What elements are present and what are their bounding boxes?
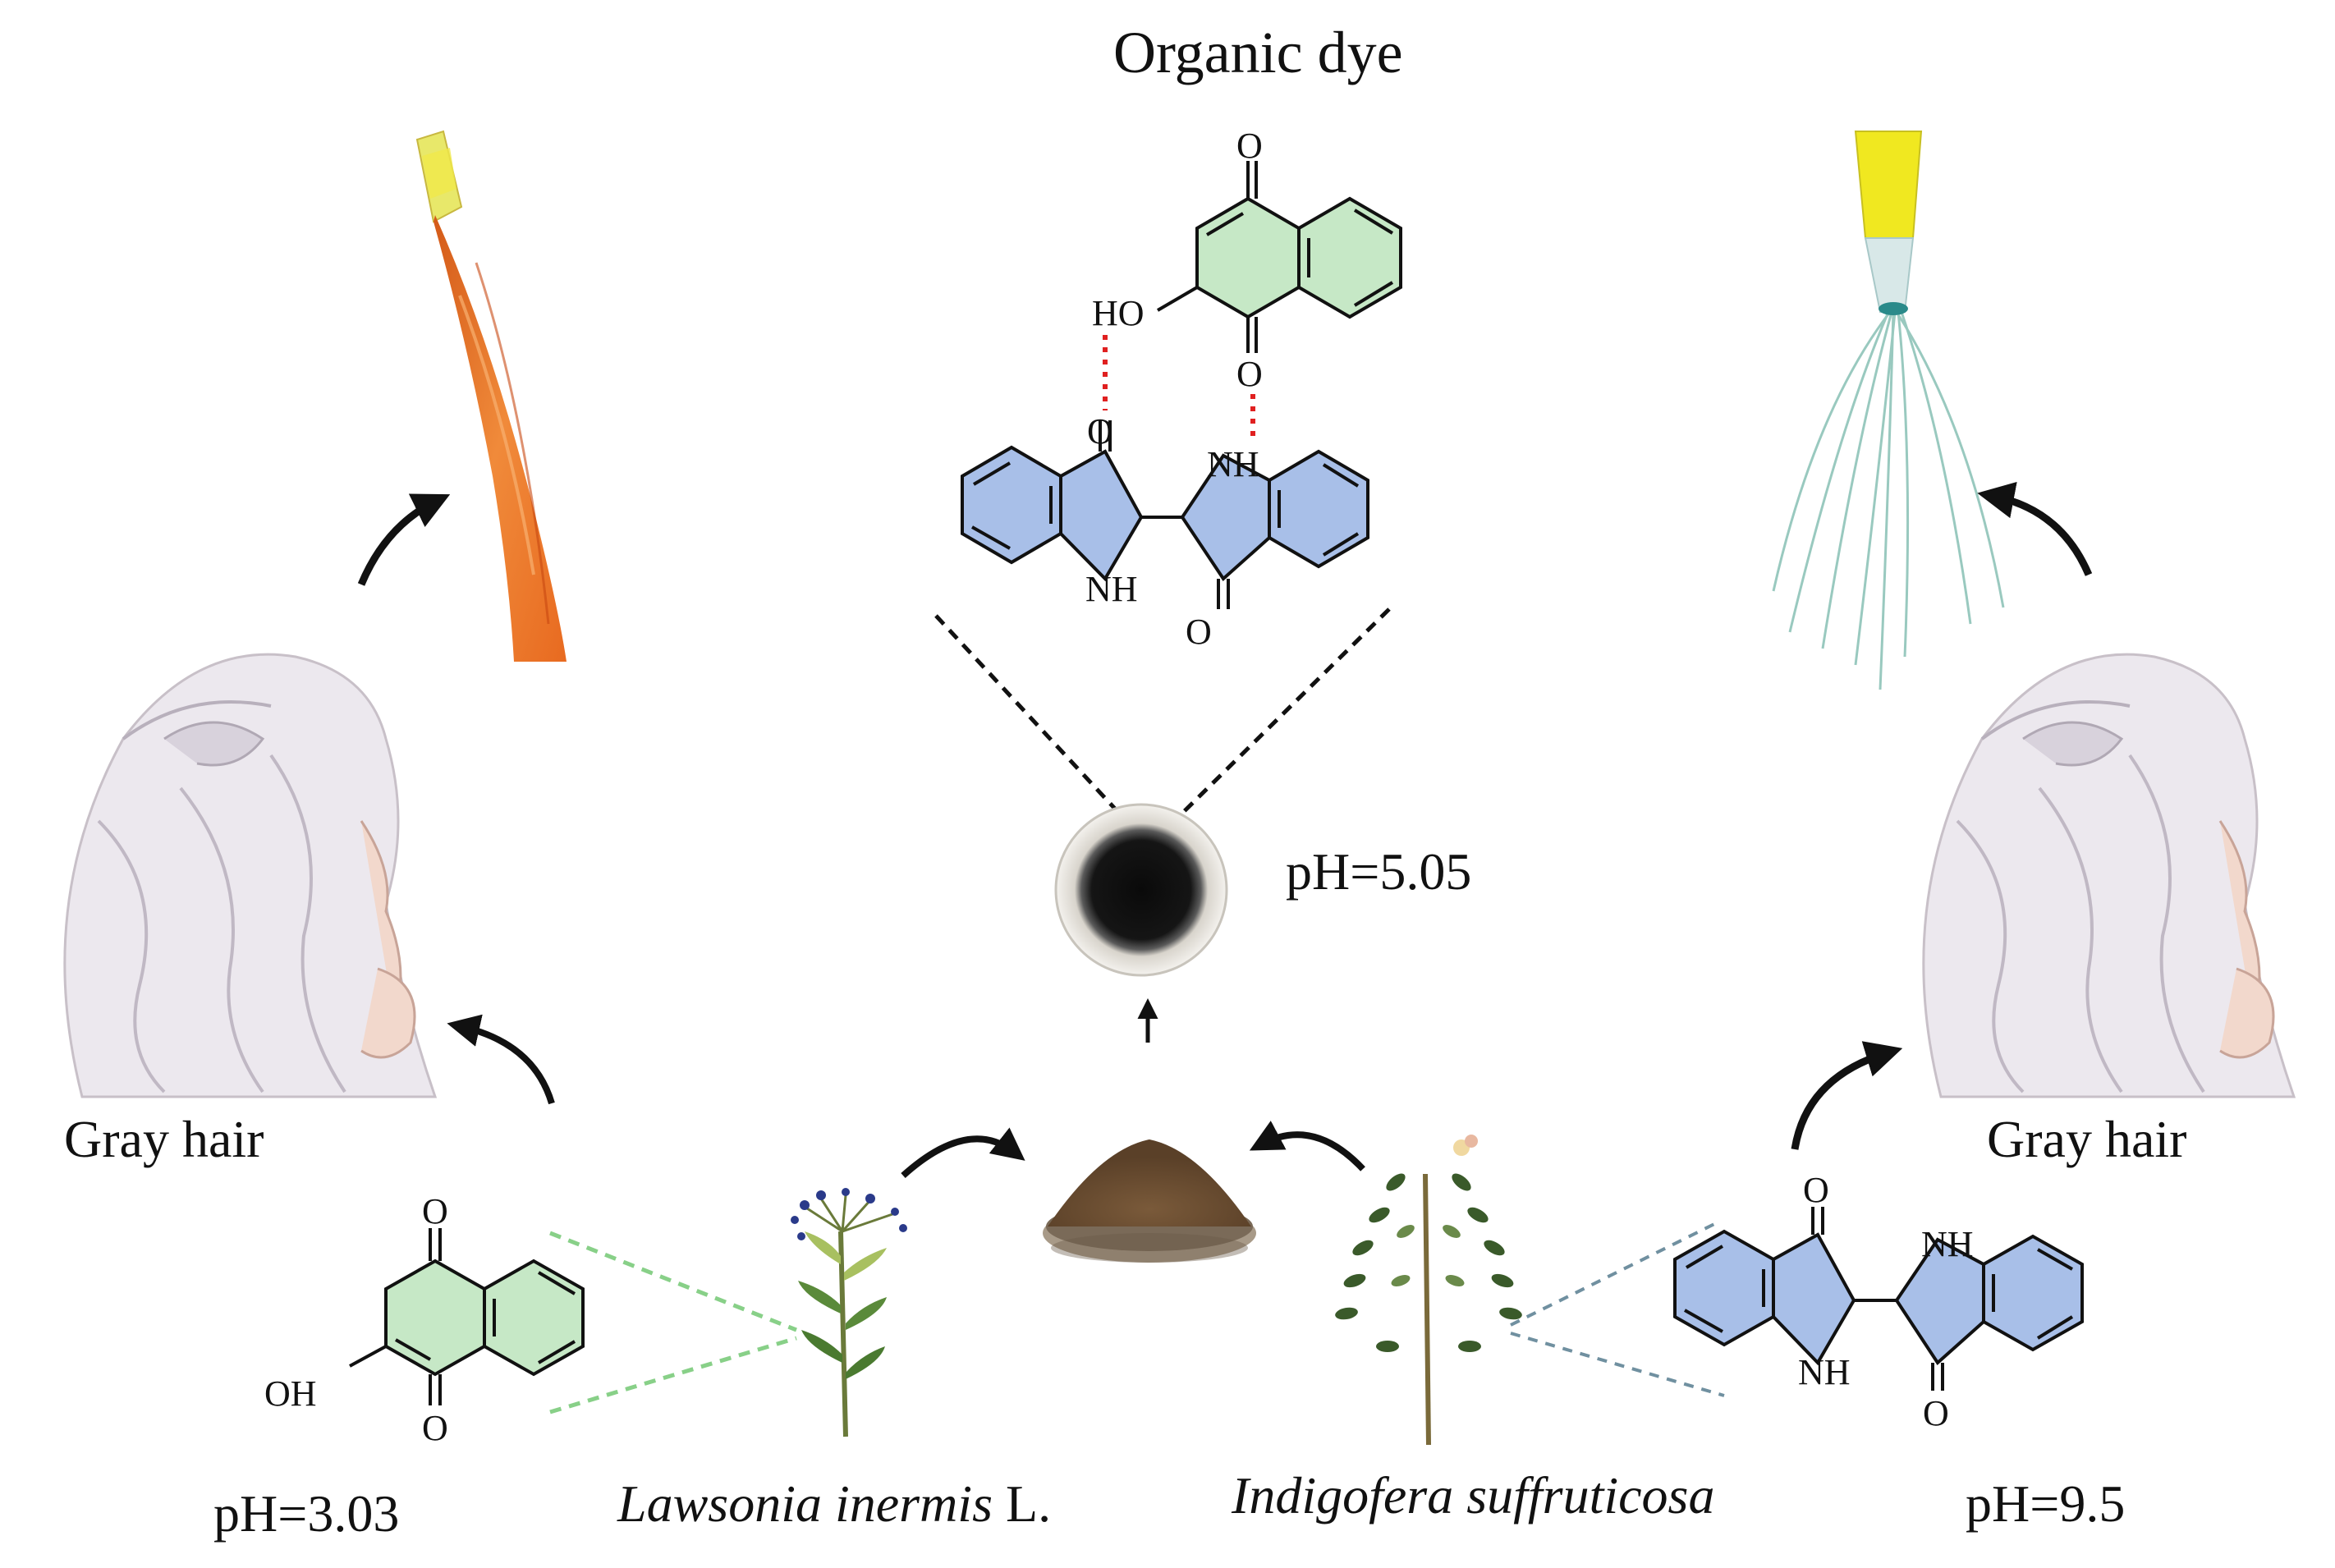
indigofera-plant-illustration (1335, 1135, 1522, 1446)
zoom-lines (934, 607, 1391, 844)
atom-label-nh: NH (1798, 1352, 1851, 1392)
atom-label-nh: NH (1207, 444, 1259, 484)
arrow-to-gray-hair-left (447, 1014, 555, 1105)
lawsone-molecule (349, 1228, 585, 1405)
ph-label-center: pH=5.05 (1286, 842, 1472, 901)
atom-label-o: O (1236, 354, 1263, 394)
atom-label-o: O (1236, 126, 1263, 166)
dye-bowl (1054, 803, 1228, 977)
plant-name-indigofera: Indigofera suffruticosa (1232, 1469, 1714, 1522)
complex-lawsone-molecule (1156, 161, 1402, 353)
arrow-to-gray-hair-right (1791, 1041, 1903, 1150)
indigo-molecule (1673, 1207, 2084, 1391)
gray-hair-illustration-right (1922, 653, 2296, 1098)
ph-label-indigo: pH=9.5 (1966, 1474, 2126, 1533)
gray-hair-label-left: Gray hair (64, 1110, 264, 1168)
arrow-to-indigo-hair (1977, 481, 2093, 576)
atom-label-o: O (422, 1408, 448, 1448)
hydrogen-bonds (1103, 335, 1255, 443)
lawsone-guide-lines (549, 1231, 797, 1414)
atom-label-ho: HO (1092, 293, 1145, 333)
plant-name-indigofera-binomial: Indigofera suffruticosa (1232, 1466, 1715, 1524)
plant-name-lawsonia-author: L. (1005, 1474, 1052, 1533)
lawsonia-plant-illustration (791, 1188, 907, 1437)
henna-powder-dish (1043, 1139, 1256, 1263)
gray-hair-illustration-left (63, 653, 438, 1098)
diagram-title: Organic dye (1113, 20, 1403, 85)
atom-label-nh: NH (1921, 1224, 1974, 1264)
atom-label-o: O (1186, 612, 1212, 652)
plant-name-lawsonia-binomial: Lawsonia inermis (617, 1474, 993, 1533)
atom-label-oh: OH (264, 1373, 317, 1414)
atom-label-o: O (1087, 411, 1113, 452)
arrow-lawsonia-to-powder (901, 1127, 1025, 1178)
atom-label-o: O (422, 1191, 448, 1231)
atom-label-nh: NH (1085, 569, 1138, 609)
arrow-to-henna-hair (357, 493, 451, 586)
henna-dyed-hair-sample (415, 130, 567, 662)
gray-hair-label-right: Gray hair (1987, 1110, 2187, 1168)
plant-name-lawsonia: Lawsonia inermis L. (617, 1478, 1051, 1530)
atom-label-o: O (1923, 1393, 1949, 1433)
indigo-dyed-hair-sample (1772, 131, 2005, 690)
arrow-indigofera-to-powder (1249, 1121, 1365, 1171)
indigo-guide-lines (1510, 1222, 1725, 1397)
ph-label-lawsone: pH=3.03 (213, 1484, 400, 1543)
atom-label-o: O (1803, 1170, 1829, 1210)
complex-indigo-molecule (961, 420, 1369, 609)
